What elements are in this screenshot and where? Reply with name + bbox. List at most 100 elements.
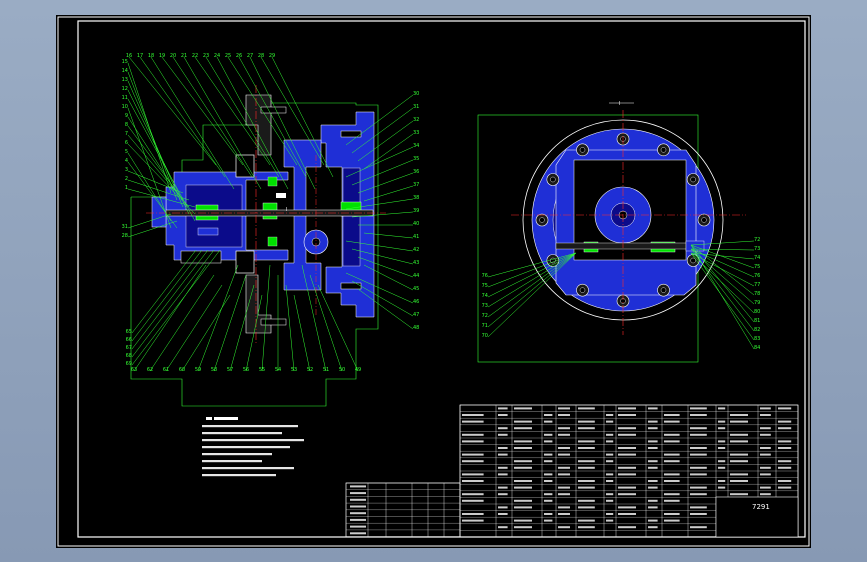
bom-cell-text <box>462 499 484 502</box>
bolt-hole-inner <box>660 147 667 153</box>
leader-line <box>357 172 414 194</box>
leader-line <box>351 211 414 218</box>
bom-cell-text <box>578 519 595 522</box>
bom-cell-text <box>606 493 614 496</box>
bom-cell-text <box>718 447 726 449</box>
bom-cell-text <box>690 526 707 529</box>
bom-cell-text <box>690 513 707 515</box>
bom-cell-text <box>664 480 680 482</box>
bom-cell-text <box>664 433 680 436</box>
bom-cell-text <box>514 427 532 430</box>
leader-line <box>351 107 414 154</box>
bom-cell-text <box>618 493 636 496</box>
leader-line <box>183 56 262 190</box>
bom-cell-text <box>690 506 707 509</box>
balloon-label: 15 <box>122 59 128 65</box>
balloon-label: 67 <box>126 345 132 351</box>
bom-cell-text <box>690 447 707 449</box>
bom-cell-text <box>462 519 484 522</box>
balloon-label: 74 <box>482 293 488 299</box>
bom-cell-text <box>558 453 570 456</box>
leader-line <box>351 248 414 265</box>
bom-cell-text <box>778 420 792 423</box>
balloon-label: 25 <box>225 53 231 59</box>
side-view: I 72737475767778798081828384767574737271… <box>477 101 760 363</box>
leader-line <box>487 252 577 318</box>
balloon-label: 53 <box>291 367 297 373</box>
leader-line <box>357 120 414 162</box>
bom-cell-text <box>664 420 680 423</box>
bom-cell-text <box>690 473 707 476</box>
balloon-label: 58 <box>211 367 217 373</box>
bom-cell-text <box>558 407 570 410</box>
bom-cell-text <box>462 460 484 463</box>
bom-cell-text <box>606 499 614 502</box>
bolt-right-bottom <box>340 282 362 290</box>
section-outline <box>130 102 379 407</box>
balloon-label: 39 <box>413 208 419 214</box>
note-text-line <box>202 432 282 435</box>
bom-cell-text <box>730 440 748 443</box>
bom-cell-text <box>690 453 707 456</box>
bom-cell-text <box>498 453 508 456</box>
top-flange <box>245 94 272 156</box>
bom-cell-text <box>578 420 595 423</box>
bom-cell-text <box>514 526 532 529</box>
balloon-label: 72 <box>482 313 488 319</box>
leader-line <box>690 244 755 350</box>
bom-cell-text <box>514 519 532 522</box>
bom-cell-text <box>760 433 771 436</box>
bom-cell-text <box>544 433 553 436</box>
balloon-label: 45 <box>413 286 419 292</box>
balloon-label: 2 <box>125 176 128 182</box>
bom-cell-text <box>618 526 636 529</box>
balloon-label: 69 <box>126 361 132 367</box>
balloon-label: 49 <box>355 367 361 373</box>
bom-cell-text <box>690 466 707 469</box>
bom-cell-text <box>558 447 570 449</box>
balloon-label: 76 <box>754 273 760 279</box>
balloon-label: 42 <box>413 247 419 253</box>
seal-ring <box>180 250 222 264</box>
leader-line <box>487 252 577 328</box>
bolt-hole-inner <box>550 176 556 183</box>
balloon-label: 33 <box>413 130 419 136</box>
bom-cell-text <box>578 506 595 509</box>
bom-cell-text <box>578 499 595 502</box>
bom-cell-text <box>664 460 680 463</box>
bom-cell-text <box>558 473 570 476</box>
balloon-label: 81 <box>754 318 760 324</box>
bom-cell-text <box>718 460 726 463</box>
balloon-label: 5 <box>125 149 128 155</box>
leader-line <box>229 284 255 372</box>
bom-cell-text <box>514 486 532 489</box>
balloon-label: 37 <box>413 182 419 188</box>
balloon-label: 60 <box>179 367 185 373</box>
bom-cell-text <box>648 440 658 443</box>
bom-cell-text <box>664 414 680 416</box>
bom-cell-text <box>664 473 680 476</box>
balloon-label: 48 <box>413 325 419 331</box>
bom-cell-text <box>462 473 484 476</box>
bom-cell-text <box>664 453 680 456</box>
leader-line <box>690 248 755 278</box>
balloon-label: 27 <box>247 53 253 59</box>
balloon-label: 74 <box>754 255 760 261</box>
balloon-label: 56 <box>243 367 249 373</box>
bom-cell-text <box>618 466 636 469</box>
bom-cell-text <box>544 420 553 423</box>
key-slot <box>276 193 286 198</box>
leader-line <box>127 170 184 194</box>
leader-line <box>245 294 263 372</box>
bom-cell-text <box>544 519 553 522</box>
bom-cell-text <box>760 486 771 489</box>
bom-cell-text <box>606 473 614 476</box>
leader-line <box>487 252 577 308</box>
leader-line <box>131 249 197 334</box>
bom-cell-text <box>760 466 771 469</box>
bom-cell-text <box>578 427 595 430</box>
bom-cell-text <box>730 460 748 463</box>
